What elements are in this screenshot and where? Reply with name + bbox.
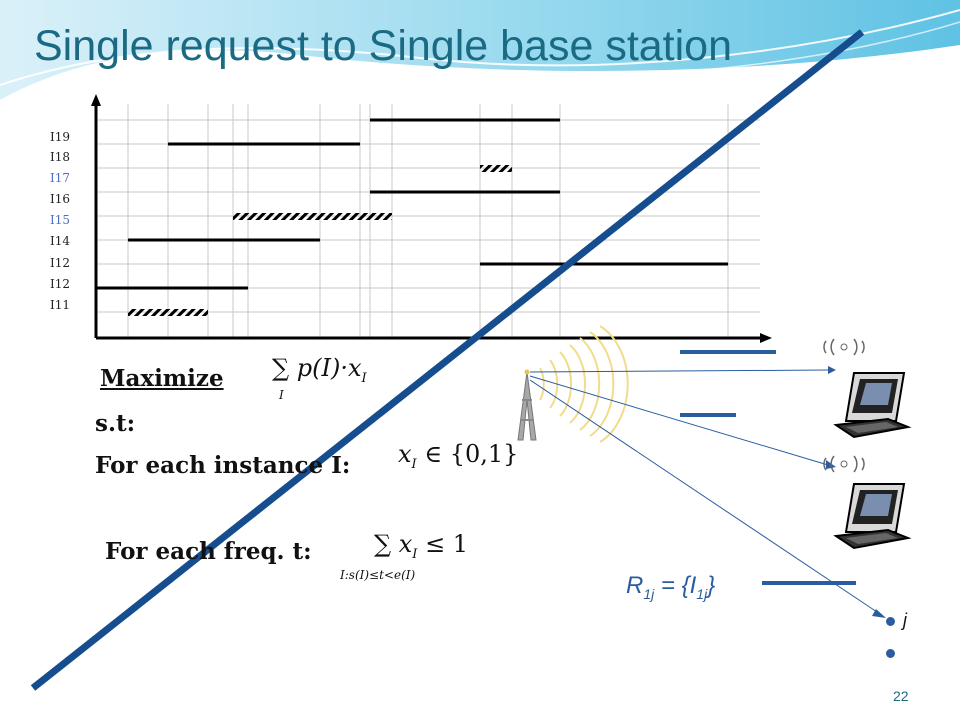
- timeline-row-label: I14: [50, 234, 71, 248]
- laptop-icon: [823, 338, 912, 439]
- objective-sum-index: I: [279, 388, 284, 402]
- radio-links: [529, 366, 886, 618]
- timeline-row-label: I16: [50, 192, 71, 206]
- bullet-point: [886, 649, 895, 658]
- antenna-tower-icon: [517, 325, 629, 443]
- hatched-interval: [480, 165, 512, 172]
- timeline-row-label: I18: [50, 150, 71, 164]
- laptop-icon: [823, 455, 912, 550]
- timeline-row-label: I19: [50, 130, 71, 144]
- header-wave: [0, 0, 960, 101]
- page-number: 22: [893, 688, 909, 704]
- timeline-row-label: I12: [50, 256, 71, 270]
- timeline-row-label: I15: [50, 213, 71, 227]
- timeline-grid: [96, 104, 760, 338]
- r1j-label: R1j = {I1j}: [626, 572, 716, 602]
- each-instance-label: For each instance I:: [95, 452, 351, 479]
- objective-formula: ∑ p(I)·xI: [272, 354, 367, 386]
- strike-through-line: [30, 29, 865, 691]
- timeline-bars: [96, 118, 728, 316]
- subject-to-label: s.t:: [95, 410, 136, 437]
- instance-constraint: xI ∈ {0,1}: [398, 440, 519, 472]
- j-label: j: [903, 610, 907, 630]
- timeline-row-label: I12: [50, 277, 71, 291]
- freq-constraint-index: I:s(I)≤t<e(I): [340, 568, 416, 582]
- maximize-label: Maximize: [100, 365, 224, 392]
- each-freq-label: For each freq. t:: [105, 538, 312, 565]
- bullet-point: [886, 617, 895, 626]
- slide-title: Single request to Single base station: [34, 22, 733, 70]
- timeline-axes: [91, 94, 772, 343]
- timeline-row-label: I17: [50, 171, 71, 185]
- timeline-row-label: I11: [50, 298, 71, 312]
- frequency-bars: [680, 350, 856, 585]
- freq-constraint: ∑ xI ≤ 1: [374, 530, 469, 562]
- hatched-interval: [128, 309, 208, 316]
- hatched-interval: [233, 213, 392, 220]
